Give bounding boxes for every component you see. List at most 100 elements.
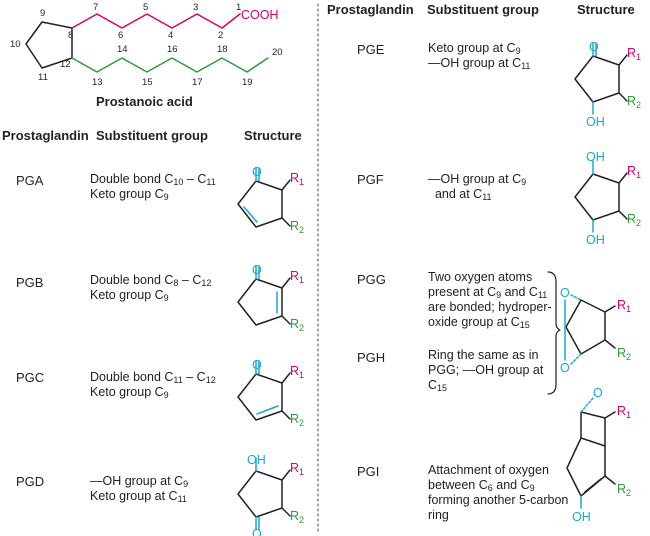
pgc-r2-label: R2 bbox=[290, 412, 304, 428]
pgd-r1-bond bbox=[281, 469, 291, 481]
c8-number: 8 bbox=[68, 30, 73, 41]
c12-number: 12 bbox=[60, 59, 71, 70]
pga-r1-label: R1 bbox=[290, 171, 304, 187]
peroxide-dotted-bottom bbox=[570, 353, 582, 365]
desc-line: ring bbox=[428, 508, 449, 522]
pgd-structure bbox=[237, 457, 291, 530]
pga-structure bbox=[237, 167, 291, 228]
pgf-r1-label: R1 bbox=[627, 164, 641, 180]
pgi-oh-label: OH bbox=[572, 510, 591, 524]
c7-number: 7 bbox=[93, 2, 98, 13]
pgi-o-bond bbox=[580, 397, 594, 413]
c11-number: 11 bbox=[38, 72, 48, 83]
desc-line: are bonded; hydroper- bbox=[428, 300, 552, 314]
pge-r1-bond bbox=[618, 54, 628, 66]
header-prostaglandin-left: Prostaglandin bbox=[2, 128, 89, 143]
desc-line: Keto group C9 bbox=[90, 288, 169, 303]
c5-number: 5 bbox=[143, 2, 148, 13]
pgf-r2-label: R2 bbox=[627, 212, 641, 228]
desc-line: —OH group at C11 bbox=[428, 56, 531, 71]
abbr-pge: PGE bbox=[357, 42, 385, 57]
abbr-pgc: PGC bbox=[16, 370, 45, 385]
pgd-ring bbox=[237, 470, 283, 518]
pgd-r2-label: R2 bbox=[290, 509, 304, 525]
desc-line: PGG; —OH group at bbox=[428, 363, 544, 377]
pgb-r2-label: R2 bbox=[290, 317, 304, 333]
pge-r2-bond bbox=[618, 92, 628, 102]
c2-number: 2 bbox=[218, 30, 223, 41]
pgi-main-ring bbox=[566, 437, 606, 497]
desc-line: Keto group C9 bbox=[90, 385, 169, 400]
pga-r1-bond bbox=[281, 179, 291, 191]
c15-number: 15 bbox=[142, 77, 153, 88]
desc-line: Keto group at C9 bbox=[428, 41, 521, 56]
pgc-r1-label: R1 bbox=[290, 364, 304, 380]
c3-number: 3 bbox=[193, 2, 198, 13]
header-structure-left: Structure bbox=[244, 128, 302, 143]
desc-line: Two oxygen atoms bbox=[428, 270, 533, 284]
prostanoic-alpha-chain bbox=[71, 13, 241, 29]
pgi-r2-bond bbox=[604, 475, 616, 485]
desc-line: forming another 5-carbon bbox=[428, 493, 569, 507]
pgg-pgh-structure bbox=[547, 271, 616, 395]
header-substituent-left: Substituent group bbox=[96, 128, 208, 143]
abbr-pgh: PGH bbox=[357, 350, 386, 365]
abbr-pga: PGA bbox=[16, 173, 44, 188]
c20-number: 20 bbox=[272, 47, 283, 58]
pgb-o-label: O bbox=[252, 263, 262, 277]
pgg-r1-label: R1 bbox=[617, 298, 631, 314]
pgc-ring bbox=[237, 373, 283, 421]
prostanoic-labels: 1 2 3 4 5 6 7 8 9 10 11 12 13 14 15 16 1… bbox=[10, 2, 283, 88]
pgc-structure bbox=[237, 360, 291, 421]
pgc-r1-bond bbox=[281, 372, 291, 384]
pga-double-bond bbox=[243, 206, 258, 223]
header-substituent-right: Substituent group bbox=[427, 2, 539, 17]
desc-line: present at C9 and C11 bbox=[428, 285, 548, 300]
desc-pgf: —OH group at C9 and at C11 bbox=[428, 172, 526, 202]
abbr-pgg: PGG bbox=[357, 272, 386, 287]
header-prostaglandin-right: Prostaglandin bbox=[327, 2, 414, 17]
pgi-r2-label: R2 bbox=[617, 482, 631, 498]
header-structure-right: Structure bbox=[577, 2, 635, 17]
pgi-structure bbox=[566, 397, 616, 509]
pgd-o-label: O bbox=[252, 527, 262, 536]
pgi-r1-label: R1 bbox=[617, 404, 631, 420]
pgd-r2-bond bbox=[281, 507, 291, 517]
pge-ring bbox=[574, 55, 620, 103]
pgc-double-bond bbox=[256, 405, 279, 415]
atom-labels: O R1 R2 O R1 R2 O R1 R2 OH O R1 R2 O OH … bbox=[247, 40, 641, 536]
pga-ring bbox=[237, 180, 283, 228]
pgi-double-bond bbox=[584, 478, 602, 493]
c14-number: 14 bbox=[117, 44, 128, 55]
prostanoic-acid-title: Prostanoic acid bbox=[96, 94, 193, 109]
pgd-oh-label: OH bbox=[247, 453, 266, 467]
desc-line: Double bond C11 – C12 bbox=[90, 370, 216, 385]
pgi-furan-ring bbox=[580, 411, 606, 447]
desc-line: Keto group at C11 bbox=[90, 489, 187, 504]
pga-o-label: O bbox=[252, 165, 262, 179]
pgf-r2-bond bbox=[618, 210, 628, 220]
pge-r2-label: R2 bbox=[627, 94, 641, 110]
pgg-pgh-bracket bbox=[547, 271, 561, 395]
desc-line: Ring the same as in bbox=[428, 348, 539, 362]
pgf-oh-bottom-label: OH bbox=[586, 233, 605, 247]
desc-line: —OH group at C9 bbox=[428, 172, 527, 187]
pgg-o-bottom-label: O bbox=[560, 361, 570, 375]
c10-number: 10 bbox=[10, 39, 21, 50]
c4-number: 4 bbox=[168, 30, 173, 41]
pgc-r2-bond bbox=[281, 410, 291, 420]
pgf-oh-top-label: OH bbox=[586, 150, 605, 164]
pgg-ring bbox=[565, 299, 606, 355]
pge-structure bbox=[574, 42, 628, 115]
carboxyl-label: COOH bbox=[241, 8, 279, 22]
desc-line: oxide group at C15 bbox=[428, 315, 530, 330]
pgb-r2-bond bbox=[281, 315, 291, 325]
desc-line: C15 bbox=[428, 378, 448, 393]
